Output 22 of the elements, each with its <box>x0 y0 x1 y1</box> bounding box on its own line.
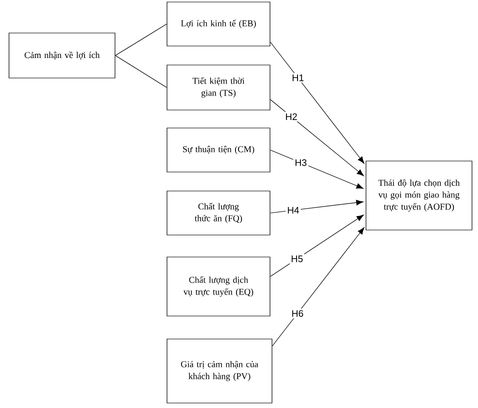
concept-box: Lợi ích kinh tế (EB) <box>166 2 270 46</box>
edge-label: H6 <box>290 308 306 318</box>
arrow <box>270 42 364 164</box>
connector-line <box>115 55 167 88</box>
edge-label: H5 <box>289 254 305 264</box>
arrow <box>270 214 364 277</box>
concept-box: Tiết kiệm thời gian (TS) <box>166 64 270 110</box>
concept-box: Cảm nhận về lợi ích <box>8 32 116 78</box>
arrow <box>272 227 364 346</box>
arrow <box>270 99 364 176</box>
connector-line <box>115 24 167 56</box>
arrow <box>270 200 364 214</box>
edge-label: H3 <box>293 158 308 168</box>
concept-box: Chất lượng thức ăn (FQ) <box>166 190 270 236</box>
edge-label: H2 <box>284 112 299 122</box>
edge-label: H1 <box>290 73 306 83</box>
edge-label: H4 <box>286 206 301 215</box>
concept-box: Thái độ lựa chọn dịch vụ gọi món giao hàng trực tuyến (AOFD) <box>366 160 472 230</box>
arrow <box>270 150 364 189</box>
concept-box: Sự thuận tiện (CM) <box>166 128 270 172</box>
concept-box: Giá trị cảm nhận của khách hàng (PV) <box>166 338 272 404</box>
concept-box: Chất lượng dịch vụ trực tuyến (EQ) <box>166 256 270 316</box>
